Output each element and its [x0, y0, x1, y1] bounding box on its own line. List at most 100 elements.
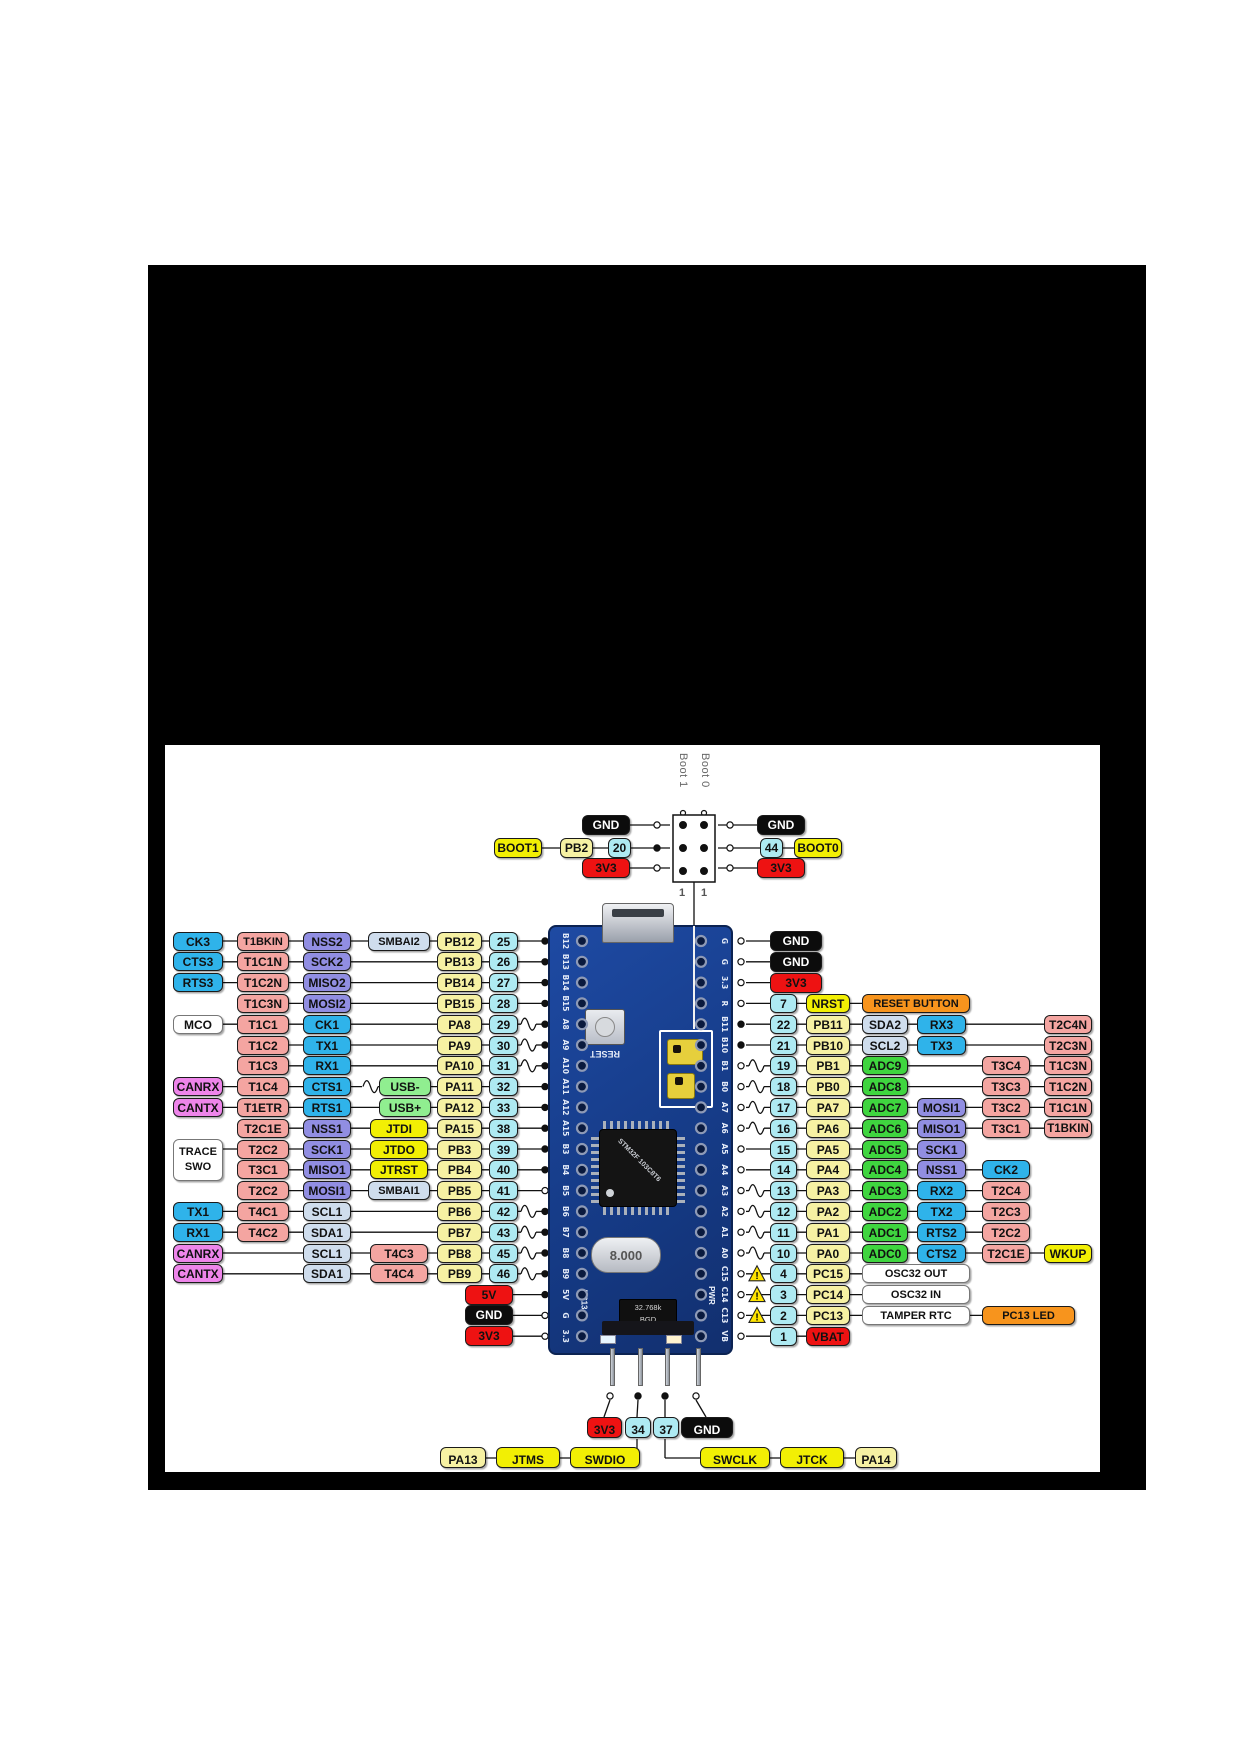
pin-label-27: 27 — [489, 973, 518, 993]
board-silkscreen-text: B5 — [561, 1185, 570, 1196]
pin-label-t4c2: T4C2 — [237, 1222, 289, 1242]
pin-label-tamper-rtc: TAMPER RTC — [862, 1305, 970, 1325]
pin-label-pb0: PB0 — [806, 1077, 850, 1097]
terminal-circle — [606, 1392, 614, 1400]
warning-exclamation: ! — [755, 1292, 758, 1303]
power-3v3-right: 3V3 — [770, 972, 822, 993]
pin-label-nrst: NRST — [806, 993, 850, 1013]
pin-label-t3c3: T3C3 — [982, 1077, 1030, 1097]
jumper-gnd-left: GND — [582, 815, 630, 835]
pin-label-pa6: PA6 — [806, 1118, 850, 1138]
squiggle-wire — [520, 1267, 537, 1281]
pin-label-t1c3: T1C3 — [237, 1056, 289, 1076]
chip-pins-bottom — [603, 1207, 673, 1215]
pin-label-32: 32 — [489, 1077, 518, 1097]
junction-dot — [678, 843, 687, 852]
bottom-header-strip — [602, 1321, 694, 1335]
through-hole-right — [694, 1330, 708, 1343]
pin-label-tx1: TX1 — [173, 1201, 223, 1221]
through-hole-left — [575, 1205, 589, 1218]
swd-pin-1 — [638, 1348, 643, 1386]
pin-label-30: 30 — [489, 1035, 518, 1055]
through-hole-left — [575, 1122, 589, 1135]
through-hole-left — [575, 1018, 589, 1031]
pin-label-pc15: PC15 — [806, 1264, 850, 1284]
pin-label-pb10: PB10 — [806, 1035, 850, 1055]
terminal-circle — [653, 821, 661, 829]
pin-label-ck1: CK1 — [303, 1014, 351, 1034]
pin-label-cts1: CTS1 — [303, 1077, 351, 1097]
pin-label-t1c3n: T1C3N — [237, 993, 289, 1013]
junction-dot — [737, 1020, 745, 1028]
boot-jumpers-callout — [659, 1030, 713, 1108]
junction-dot — [699, 843, 708, 852]
swd-signal-swclk: SWCLK — [700, 1447, 770, 1468]
swd-signal-jtms: JTMS — [496, 1447, 560, 1468]
pin-label-11: 11 — [770, 1222, 797, 1242]
pin-label-t4c1: T4C1 — [237, 1201, 289, 1221]
pin-label-rts2: RTS2 — [917, 1222, 966, 1242]
board-silkscreen-text: C14 — [720, 1287, 729, 1303]
pin-label-14: 14 — [770, 1160, 797, 1180]
pin-label-pb3: PB3 — [437, 1139, 482, 1159]
pin-label-adc1: ADC1 — [862, 1222, 908, 1242]
pin-label-1: 1 — [770, 1326, 797, 1346]
swd-signal-swdio: SWDIO — [570, 1447, 640, 1468]
through-hole-left — [575, 997, 589, 1010]
squiggle-wire — [748, 1121, 765, 1135]
through-hole-left — [575, 1226, 589, 1239]
chip-pins-right — [677, 1133, 685, 1203]
board-silkscreen-text: A1 — [720, 1227, 729, 1238]
squiggle-wire — [520, 1059, 537, 1073]
swd-signal-pa14: PA14 — [855, 1447, 897, 1468]
through-hole-left — [575, 1246, 589, 1260]
jumper-boot1: BOOT1 — [494, 838, 542, 858]
through-hole-right — [694, 1122, 708, 1135]
pin-label-smbai2: SMBAI2 — [368, 931, 430, 951]
pin-label-t3c4: T3C4 — [982, 1056, 1030, 1076]
wire — [695, 1399, 707, 1418]
board-silkscreen-text: B13 — [561, 954, 570, 970]
pin-label-sck1: SCK1 — [303, 1139, 351, 1159]
pin-label-adc2: ADC2 — [862, 1201, 908, 1221]
pin-label-40: 40 — [489, 1160, 518, 1180]
through-hole-right — [694, 955, 708, 968]
pin-label-pa0: PA0 — [806, 1243, 850, 1263]
power-led — [666, 1335, 682, 1344]
board-silkscreen-text: C13 — [720, 1307, 729, 1323]
terminal-circle — [726, 821, 734, 829]
pin-label-t1c1: T1C1 — [237, 1014, 289, 1034]
pin-label-25: 25 — [489, 931, 518, 951]
pin-label-adc5: ADC5 — [862, 1139, 908, 1159]
pin-label-t4c4: T4C4 — [370, 1264, 428, 1284]
pin-label-t1bkin: T1BKIN — [1044, 1118, 1092, 1138]
board-silkscreen-text: B11 — [720, 1016, 729, 1032]
pin-label-reset-button: RESET BUTTON — [862, 993, 970, 1013]
terminal-circle — [737, 1103, 745, 1112]
junction-dot — [699, 820, 708, 829]
swd-pin-3 — [696, 1348, 701, 1386]
pin-label-usb-: USB- — [379, 1077, 431, 1097]
pin-label-pa7: PA7 — [806, 1097, 850, 1117]
pin-label-12: 12 — [770, 1201, 797, 1221]
pin-label-t3c1: T3C1 — [982, 1118, 1030, 1138]
junction-dot — [678, 820, 687, 829]
pin-label-t1c2n: T1C2N — [1044, 1077, 1092, 1097]
pin-label-pa12: PA12 — [437, 1097, 482, 1117]
board-silkscreen-text: B8 — [561, 1248, 570, 1259]
warning-exclamation: ! — [755, 1312, 758, 1323]
through-hole-right — [694, 1184, 708, 1197]
chip-pins-top — [603, 1121, 673, 1129]
board-silkscreen-text: A3 — [720, 1185, 729, 1196]
board-silkscreen-text: C15 — [720, 1266, 729, 1282]
reset-button-cap — [595, 1017, 615, 1037]
through-hole-right — [694, 1018, 708, 1031]
board-silkscreen-text: B1 — [720, 1060, 729, 1071]
terminal-circle — [737, 1228, 745, 1236]
pin-label-pb15: PB15 — [437, 993, 482, 1013]
pin-label-46: 46 — [489, 1264, 518, 1284]
through-hole-right — [694, 1163, 708, 1176]
pin-label-13: 13 — [770, 1181, 797, 1201]
pin-label-33: 33 — [489, 1097, 518, 1117]
pin-label-scl2: SCL2 — [862, 1035, 908, 1055]
